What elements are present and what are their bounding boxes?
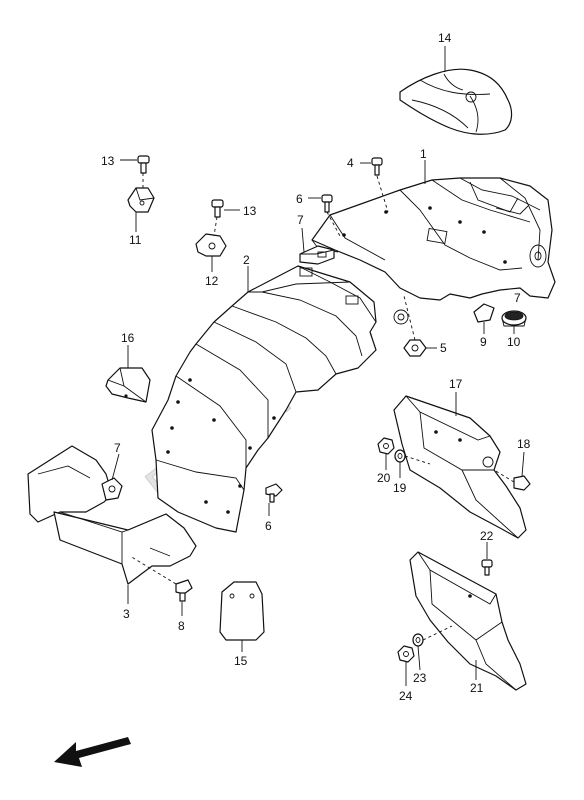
part-1-upper-fender[interactable] (311, 177, 556, 301)
label-21: 21 (470, 681, 484, 695)
part-3-mudflap[interactable] (27, 445, 197, 585)
label-11: 11 (129, 233, 142, 247)
arrow-front-left-icon (54, 737, 131, 767)
part-6-bolt-upper[interactable] (321, 194, 333, 213)
label-1: 1 (420, 147, 427, 161)
part-8-bolt[interactable] (175, 579, 193, 602)
label-20: 20 (377, 471, 391, 485)
part-12-holder[interactable] (195, 233, 227, 257)
part-9-grommet[interactable] (473, 303, 495, 323)
part-7-clip-upper[interactable] (299, 245, 335, 265)
part-22-bolt[interactable] (481, 559, 493, 576)
part-24-nut[interactable] (397, 645, 415, 663)
label-13b: 13 (243, 204, 257, 218)
label-3: 3 (123, 607, 130, 621)
part-15-plate[interactable] (219, 581, 265, 641)
part-13-bolt-upper[interactable] (137, 155, 150, 174)
label-13a: 13 (101, 154, 115, 168)
label-24: 24 (399, 689, 413, 703)
part-labels: 1 2 3 4 5 6 6 7 7 7 8 9 10 11 12 13 13 1… (101, 31, 531, 703)
part-16-bracket[interactable] (105, 367, 151, 403)
label-18: 18 (517, 437, 531, 451)
label-17: 17 (449, 377, 463, 391)
label-23: 23 (413, 671, 427, 685)
label-4: 4 (347, 156, 354, 170)
label-8: 8 (178, 619, 185, 633)
label-9: 9 (480, 335, 487, 349)
part-23-washer[interactable] (412, 633, 424, 647)
part-11-holder[interactable] (127, 187, 155, 213)
part-14-bag[interactable] (399, 68, 513, 135)
label-12: 12 (205, 274, 219, 288)
part-20-nut[interactable] (377, 437, 395, 455)
label-2: 2 (243, 253, 250, 267)
label-5: 5 (440, 341, 447, 355)
part-5-nut[interactable] (403, 339, 427, 357)
label-14: 14 (438, 31, 452, 45)
label-7a: 7 (297, 213, 304, 227)
label-15: 15 (234, 654, 248, 668)
part-18-bolt[interactable] (513, 475, 531, 491)
label-7b: 7 (114, 441, 121, 455)
label-10: 10 (507, 335, 521, 349)
part-4-bolt[interactable] (371, 157, 383, 176)
part-19-washer[interactable] (394, 449, 406, 463)
label-6b: 6 (265, 519, 272, 533)
label-16: 16 (121, 331, 135, 345)
part-2-lower-fender[interactable] (151, 265, 377, 533)
label-6a: 6 (296, 192, 303, 206)
part-17-license-bracket[interactable] (393, 395, 527, 539)
label-7c: 7 (514, 291, 521, 305)
part-21-lower-bracket[interactable] (409, 551, 527, 691)
part-10-cap[interactable] (501, 310, 527, 327)
part-6-bolt-lower[interactable] (265, 483, 283, 503)
part-13-bolt-lower[interactable] (211, 199, 224, 218)
label-22: 22 (480, 529, 494, 543)
label-19: 19 (393, 481, 407, 495)
